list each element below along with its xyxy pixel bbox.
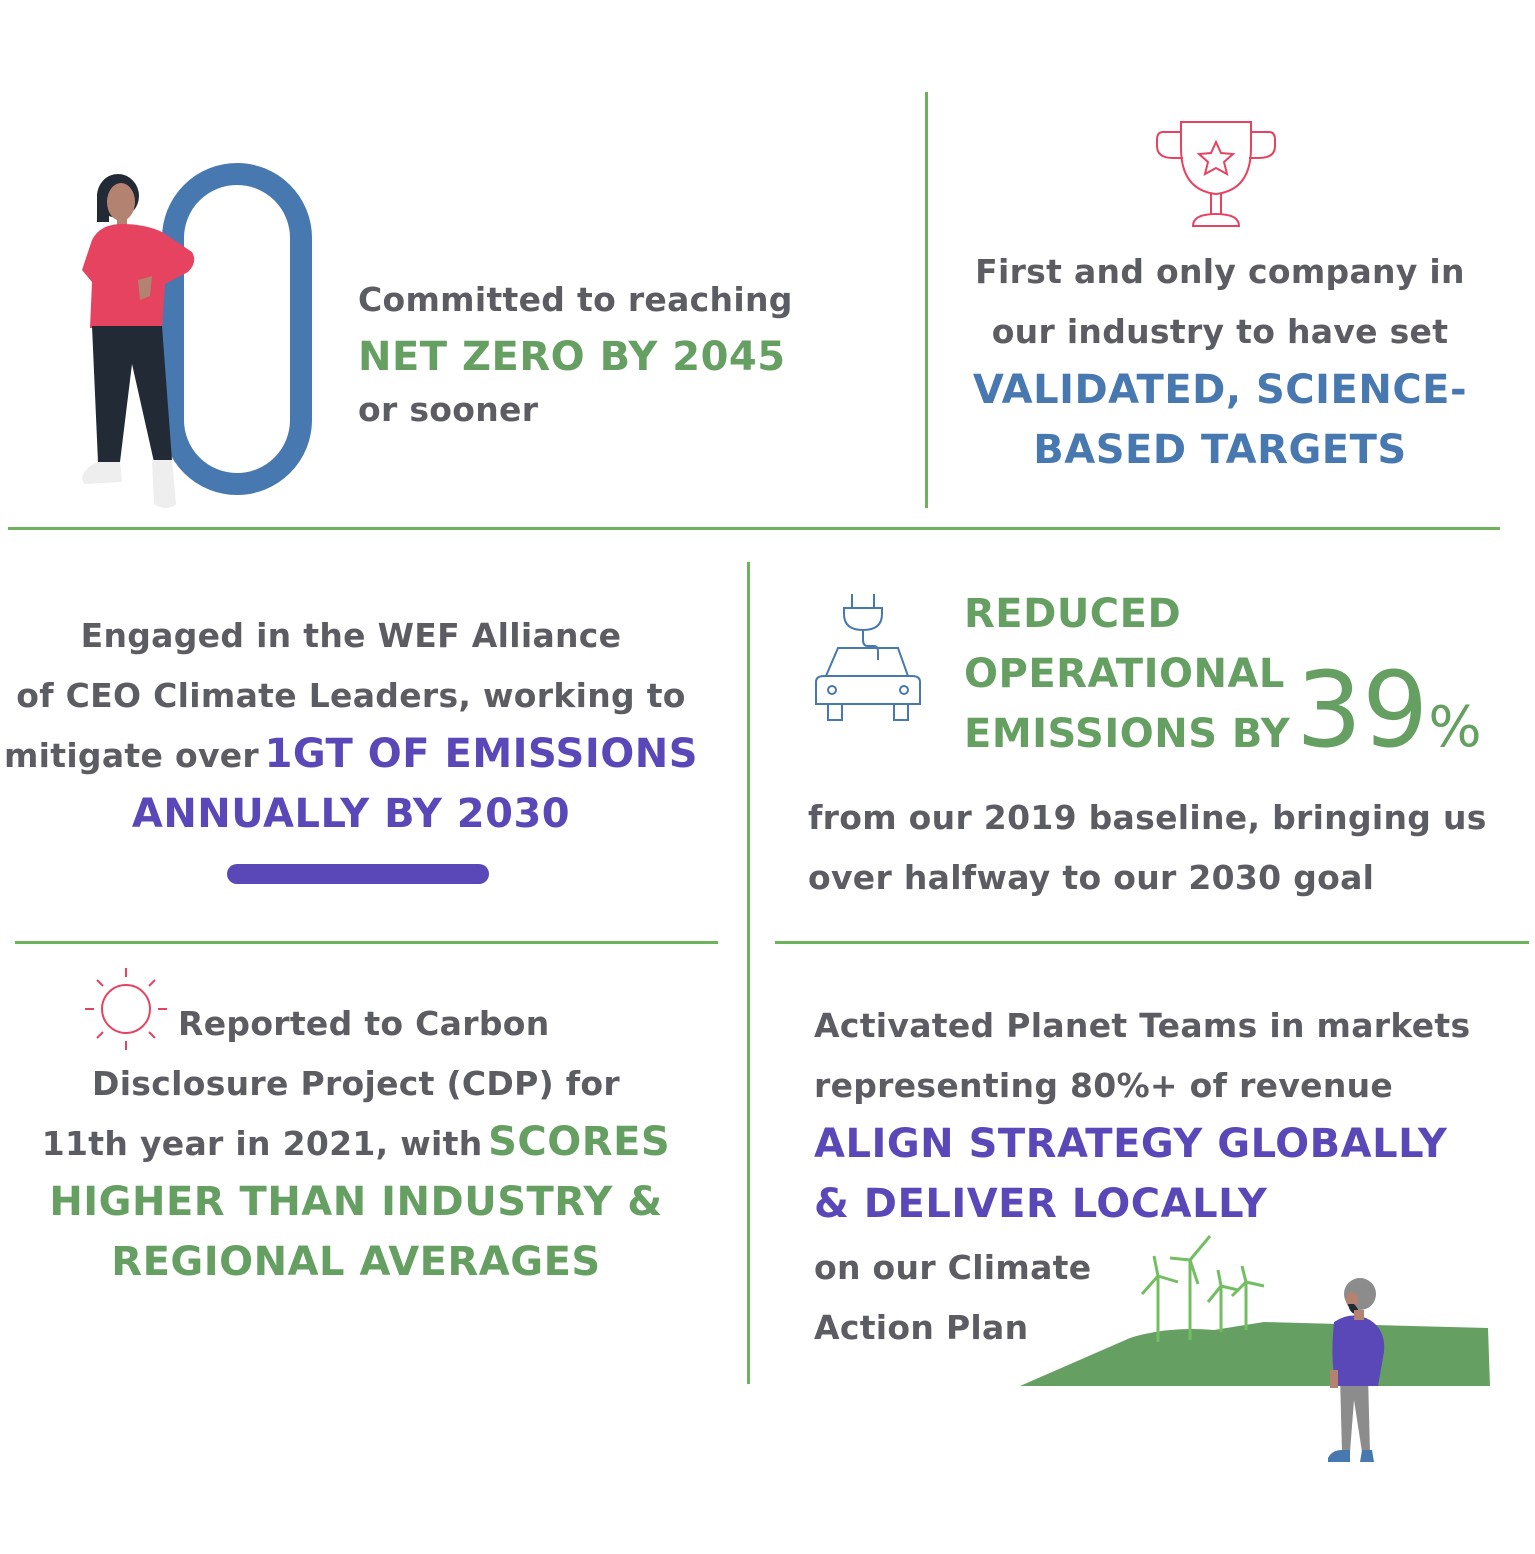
emissions-line2: over halfway to our 2030 goal bbox=[808, 858, 1375, 897]
purple-accent-bar bbox=[227, 864, 489, 884]
cdp-highlight2: HIGHER THAN INDUSTRY & bbox=[49, 1179, 663, 1225]
wef-line1: Engaged in the WEF Alliance bbox=[80, 616, 622, 655]
emissions-h2: OPERATIONAL bbox=[964, 651, 1285, 697]
sbt-line1: First and only company in bbox=[975, 252, 1465, 291]
divider-left-horizontal bbox=[15, 941, 718, 944]
net-zero-line3: or sooner bbox=[358, 390, 539, 429]
divider-right-horizontal bbox=[775, 941, 1529, 944]
emissions-h3: EMISSIONS BY bbox=[964, 711, 1291, 757]
divider-middle-vertical bbox=[747, 562, 750, 1384]
wef-line2: of CEO Climate Leaders, working to bbox=[16, 676, 686, 715]
cdp-line3-pre: 11th year in 2021, with bbox=[41, 1124, 483, 1163]
zero-with-woman-illustration bbox=[82, 163, 312, 508]
wind-turbines-landscape-illustration bbox=[1020, 1235, 1490, 1462]
planet-line5: on our Climate bbox=[814, 1248, 1092, 1287]
cdp-line1: Reported to Carbon bbox=[178, 1004, 550, 1043]
wef-highlight2: ANNUALLY BY 2030 bbox=[131, 791, 571, 837]
cdp-line2: Disclosure Project (CDP) for bbox=[92, 1064, 620, 1103]
sun-icon bbox=[85, 968, 167, 1050]
net-zero-highlight: NET ZERO BY 2045 bbox=[358, 334, 786, 380]
emissions-line1: from our 2019 baseline, bringing us bbox=[808, 798, 1487, 837]
emissions-h1: REDUCED bbox=[964, 591, 1182, 637]
divider-top-vertical bbox=[925, 92, 928, 508]
net-zero-line1: Committed to reaching bbox=[358, 280, 793, 319]
planet-highlight1: ALIGN STRATEGY GLOBALLY bbox=[814, 1121, 1448, 1167]
trophy-star-icon bbox=[1156, 121, 1276, 227]
electric-car-plug-icon bbox=[815, 594, 921, 721]
planet-highlight2: & DELIVER LOCALLY bbox=[814, 1181, 1268, 1227]
planet-line6: Action Plan bbox=[814, 1308, 1029, 1347]
emissions-unit: % bbox=[1428, 695, 1482, 760]
wef-line3-pre: mitigate over bbox=[3, 736, 260, 775]
cdp-line3: 11th year in 2021, with SCORES bbox=[0, 1112, 712, 1174]
cdp-highlight3: REGIONAL AVERAGES bbox=[111, 1239, 601, 1285]
cdp-highlight1: SCORES bbox=[488, 1119, 671, 1165]
sbt-highlight2: BASED TARGETS bbox=[1033, 427, 1407, 473]
emissions-number: 39 bbox=[1296, 649, 1429, 771]
sbt-highlight1: VALIDATED, SCIENCE- bbox=[972, 367, 1468, 413]
planet-line2: representing 80%+ of revenue bbox=[814, 1066, 1394, 1105]
divider-top-horizontal bbox=[8, 527, 1500, 530]
planet-line1: Activated Planet Teams in markets bbox=[814, 1006, 1471, 1045]
wef-highlight1: 1GT OF EMISSIONS bbox=[264, 731, 699, 777]
emissions-percent: 39% bbox=[1296, 650, 1482, 788]
wef-line3: mitigate over 1GT OF EMISSIONS bbox=[0, 724, 702, 786]
sbt-line2: our industry to have set bbox=[991, 312, 1449, 351]
